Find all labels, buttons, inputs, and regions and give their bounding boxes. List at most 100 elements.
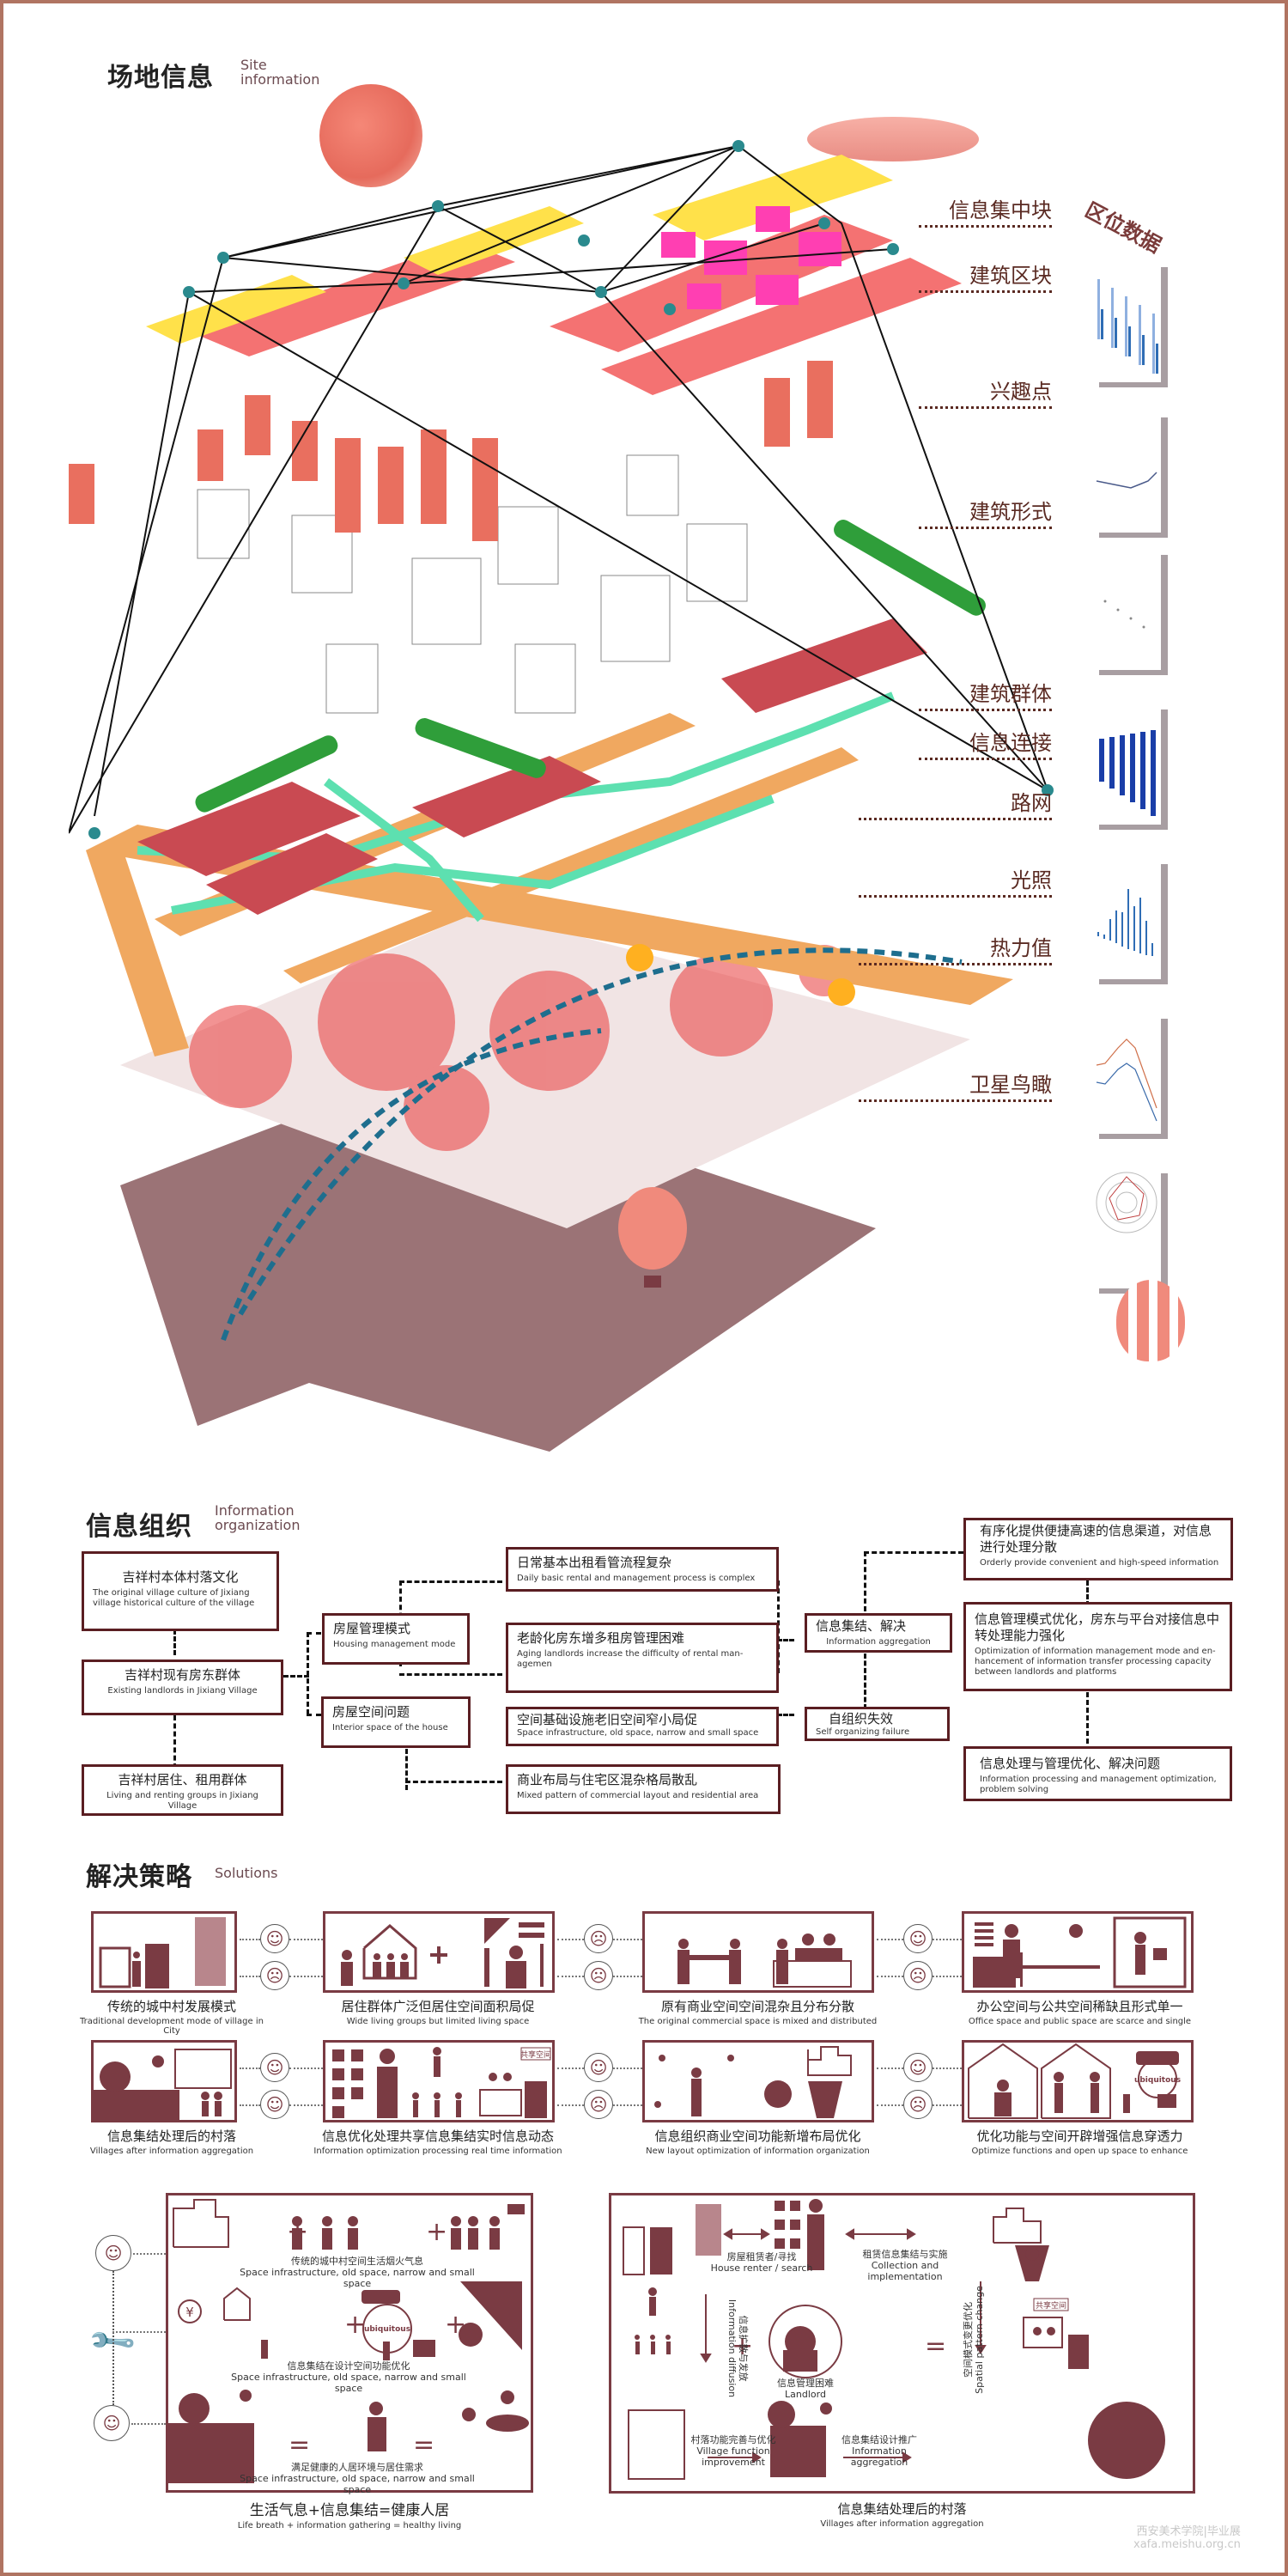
- mini-double-line: [1096, 1038, 1157, 1122]
- connector: [1086, 1692, 1089, 1744]
- solutions-title-cn: 解决策略: [86, 1862, 192, 1892]
- sun-marker-2: [828, 978, 855, 1006]
- heat-spots: [189, 945, 850, 1151]
- dotted-connector: [877, 2067, 903, 2069]
- chart-panel-radar: [1092, 1168, 1161, 1288]
- solution-panel-traditional: [91, 1911, 237, 1993]
- sun-illustration: [319, 84, 422, 187]
- face-happy-icon: ☺: [903, 2053, 933, 2082]
- village-park-icon: [94, 2049, 232, 2120]
- layer-label-info-block: 信息集中块: [919, 193, 1052, 228]
- org-box-space: 空间基础设施老旧空间窄小局促 Space infrastructure, old…: [506, 1707, 779, 1746]
- layer-label-poi: 兴趣点: [919, 375, 1052, 409]
- face-happy-icon: ☺: [260, 2053, 289, 2082]
- layer-label-building-form: 建筑形式: [919, 495, 1052, 529]
- face-angry-icon: ☹: [903, 1961, 933, 1990]
- connector: [777, 1639, 794, 1641]
- chart-panel-line-2: [1092, 1014, 1161, 1134]
- solution-panel-commercial: [642, 1911, 874, 1993]
- dotted-connector: [240, 1939, 260, 1940]
- plus-sign: +: [287, 2217, 308, 2247]
- solution-panel-office: [962, 1911, 1194, 1993]
- connector: [1086, 1580, 1089, 1606]
- connector: [399, 1673, 502, 1676]
- dotted-connector: [557, 1939, 584, 1940]
- dotted-connector: [240, 2067, 260, 2069]
- face-happy-icon: ☺: [260, 2090, 289, 2119]
- info-sharing-icon: 共享空间: [332, 2047, 551, 2118]
- chart-panel-grouped-bar: [1092, 262, 1161, 382]
- mini-radar-chart: [1096, 1172, 1157, 1233]
- dotted-connector: [613, 1939, 642, 1940]
- balloon-icon: [1116, 1280, 1185, 1361]
- chart-panel-bar: [1092, 704, 1161, 825]
- ubiquitous-tag: ubiquitous: [364, 2325, 410, 2334]
- face-angry-icon: ☹: [584, 2090, 613, 2119]
- dotted-connector: [289, 1976, 323, 1977]
- org-box-self-org: 自组织失效 Self organizing failure: [805, 1707, 950, 1741]
- currency-icon: ¥: [185, 2305, 194, 2320]
- dotted-connector: [133, 2253, 166, 2255]
- chart-panel-scatter: [1092, 550, 1161, 670]
- village-after-icons: + = 共享空间: [623, 2199, 1165, 2480]
- yellow-blocks: [146, 155, 893, 344]
- face-happy-icon: ☺: [260, 1924, 289, 1953]
- equals-sign: =: [289, 2430, 310, 2460]
- shared-space-tag: 共享空间: [1036, 2300, 1066, 2311]
- light-path-2: [221, 1028, 602, 1342]
- village-after-caption: 信息集结处理后的村落 Villages after information ag…: [820, 2501, 984, 2529]
- dotted-connector: [289, 2067, 323, 2069]
- equals-sign: =: [413, 2430, 434, 2460]
- dotted-connector: [131, 2423, 166, 2425]
- connector: [307, 1632, 309, 1714]
- org-box-landlords: 吉祥村现有房东群体 Existing landlords in Jixiang …: [82, 1659, 283, 1715]
- connector: [307, 1632, 321, 1635]
- balloon-illustration: [618, 1187, 687, 1288]
- solution-panel-layout: [642, 2040, 874, 2122]
- sun-marker: [626, 944, 653, 971]
- face-neutral-icon: ☺: [95, 2235, 131, 2271]
- watermark: 西安美术学院|毕业展 xafa.meishu.org.cn: [1133, 2525, 1241, 2551]
- layer-label-heat: 热力值: [859, 931, 1052, 965]
- dotted-connector: [933, 1976, 962, 1977]
- layer-label-info-link: 信息连接: [919, 726, 1052, 760]
- healthy-living-caption: 生活气息+信息集结=健康人居 Life breath + information…: [237, 2502, 462, 2530]
- healthy-living-icons: + + + + ¥ ubiquitous = =: [168, 2199, 529, 2483]
- dotted-connector: [557, 1976, 584, 1977]
- connector: [405, 1781, 502, 1783]
- dotted-connector: [240, 1976, 260, 1977]
- plus-sign: +: [445, 2310, 466, 2340]
- plus-sign: +: [732, 2331, 753, 2361]
- layer-label-light: 光照: [859, 863, 1052, 898]
- interest-points: [69, 361, 833, 541]
- org-title-cn: 信息组织: [86, 1512, 192, 1542]
- mini-bar-chart: [1099, 730, 1156, 816]
- solutions-heading: 解决策略 Solutions: [86, 1855, 278, 1893]
- solutions-title-en: Solutions: [215, 1865, 278, 1881]
- org-box-optimize: 信息管理模式优化，房东与平台对接信息中转处理能力强化 Optimization …: [963, 1602, 1232, 1691]
- org-box-housing-mode: 房屋管理模式 Housing management mode: [322, 1613, 470, 1665]
- chart-panel-bar-2: [1092, 859, 1161, 979]
- face-angry-icon: ☹: [584, 1924, 613, 1953]
- org-box-daily: 日常基本出租看管流程复杂 Daily basic rental and mana…: [506, 1547, 779, 1592]
- layer-label-road: 路网: [859, 786, 1052, 820]
- face-angry-icon: ☹: [903, 2090, 933, 2119]
- dotted-connector: [933, 2104, 962, 2106]
- office-space-icon: [973, 1916, 1187, 1988]
- location-pins: [88, 140, 1054, 839]
- solution-panel-village-after: [91, 2040, 237, 2122]
- face-happy-icon: ☺: [584, 2053, 613, 2082]
- solution-panel-functions: ubiquitous: [962, 2040, 1194, 2122]
- dotted-connector: [112, 2331, 166, 2333]
